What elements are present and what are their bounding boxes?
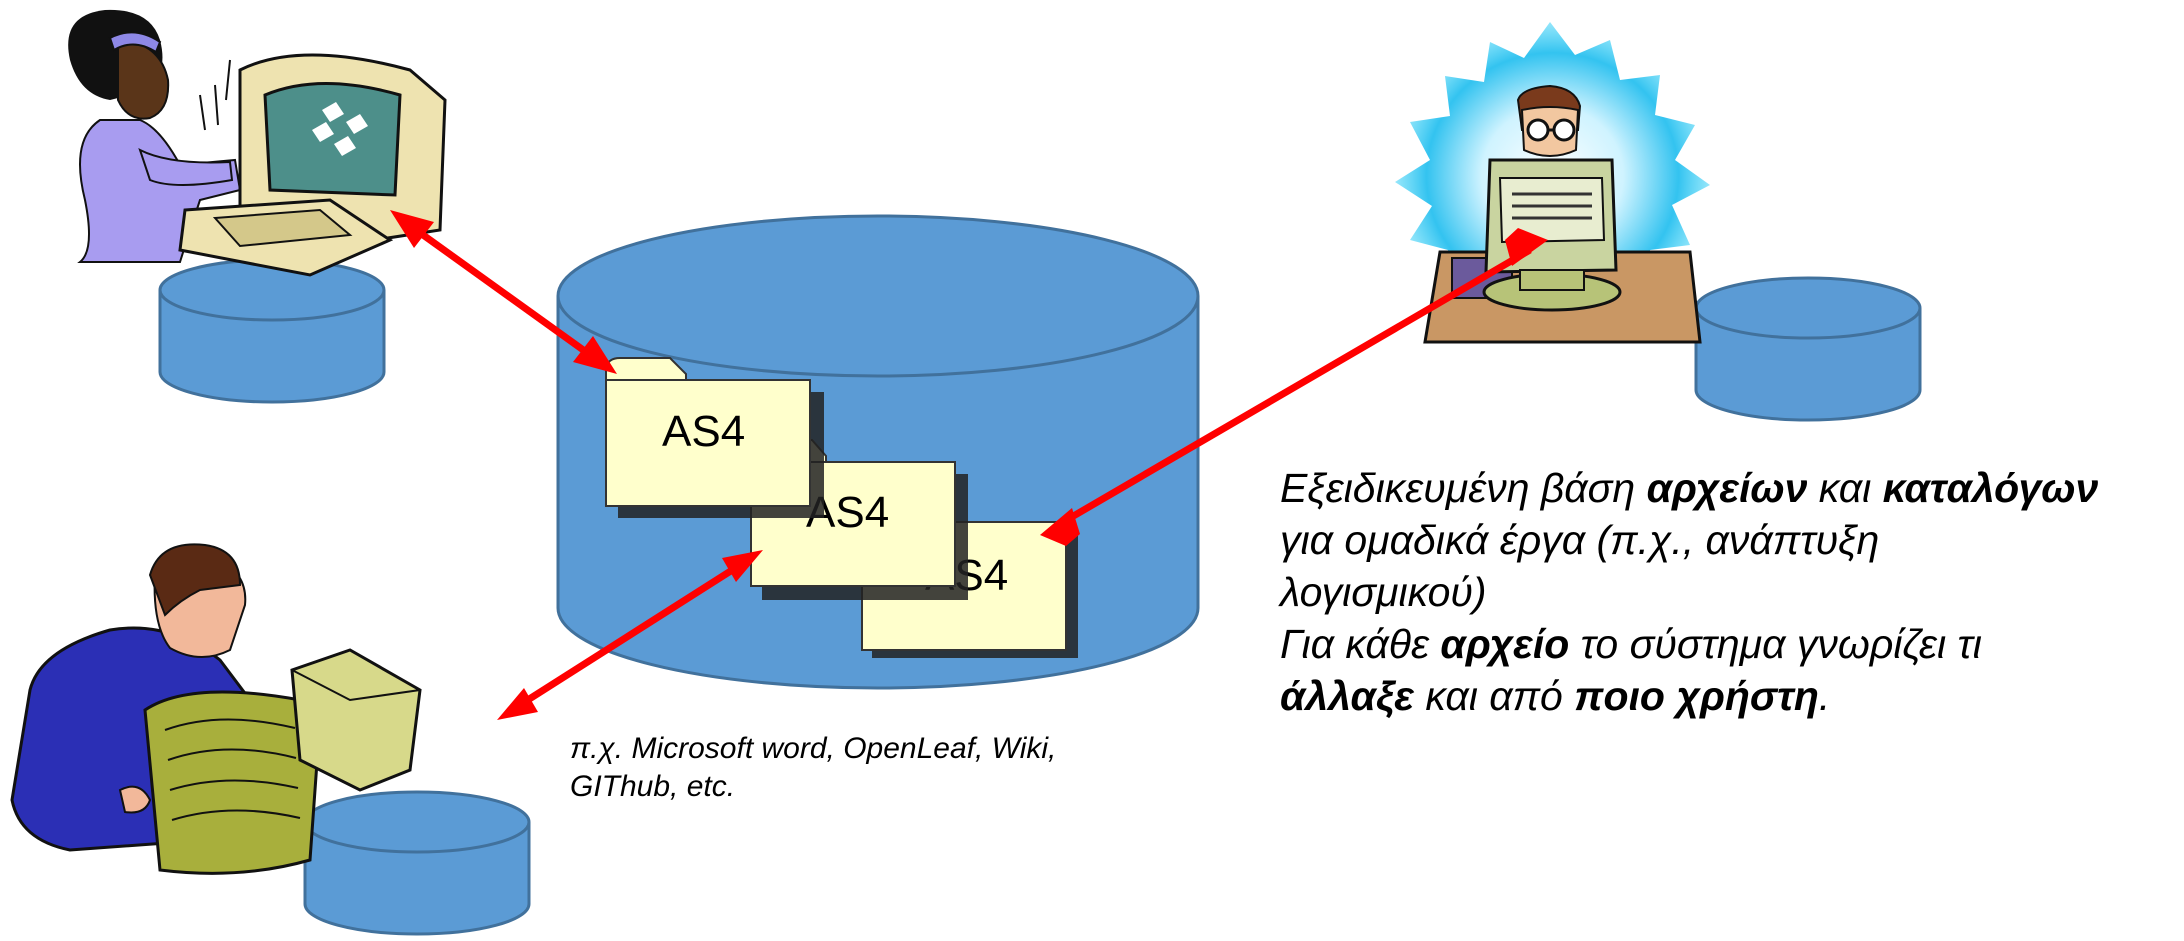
arrow-bottom-left-to-folder: [497, 550, 763, 720]
description-run: καταλόγων: [1882, 465, 2099, 511]
examples-caption: π.χ. Microsoft word, OpenLeaf, Wiki, GIT…: [570, 730, 1130, 806]
woman-at-computer-icon: [68, 9, 447, 277]
description-run: λογισμικού): [1280, 569, 1487, 615]
description-run: και: [1807, 465, 1883, 511]
user-database-bottom-left: [303, 790, 531, 936]
examples-line-2: GIThub, etc.: [570, 770, 736, 803]
man-with-papers-icon: [10, 543, 422, 875]
description-line-1: Εξειδικευμένη βάση αρχείων και καταλόγων: [1280, 462, 2180, 514]
description-run: για ομαδικά έργα (π.χ., ανάπτυξη: [1280, 517, 1880, 563]
description-run: αρχείων: [1646, 465, 1808, 511]
man-at-computer-icon: [1395, 22, 1710, 344]
user-database-top-right: [1694, 276, 1922, 422]
folder-1[interactable]: AS4: [605, 357, 824, 518]
description-run: Για κάθε: [1280, 621, 1441, 667]
description-run: και από: [1413, 673, 1575, 719]
description-line-5: άλλαξε και από ποιο χρήστη.: [1280, 670, 2180, 722]
description-run: αρχείο: [1440, 621, 1570, 667]
description-run: το σύστημα γνωρίζει τι: [1569, 621, 1982, 667]
folder-1-label: AS4: [662, 407, 745, 456]
description-run: Εξειδικευμένη βάση: [1280, 465, 1647, 511]
description-run: .: [1818, 673, 1831, 719]
examples-line-1: π.χ. Microsoft word, OpenLeaf, Wiki,: [570, 732, 1057, 765]
user-database-top-left: [158, 258, 386, 404]
description-text: Εξειδικευμένη βάση αρχείων και καταλόγων…: [1280, 462, 2180, 722]
description-line-2: για ομαδικά έργα (π.χ., ανάπτυξη: [1280, 514, 2180, 566]
arrow-top-left-to-folder: [390, 210, 617, 374]
description-line-4: Για κάθε αρχείο το σύστημα γνωρίζει τι: [1280, 618, 2180, 670]
description-run: ποιο χρήστη: [1574, 673, 1819, 719]
description-run: άλλαξε: [1280, 673, 1414, 719]
description-line-3: λογισμικού): [1280, 566, 2180, 618]
arrow-top-right-to-folder: [1040, 228, 1548, 546]
